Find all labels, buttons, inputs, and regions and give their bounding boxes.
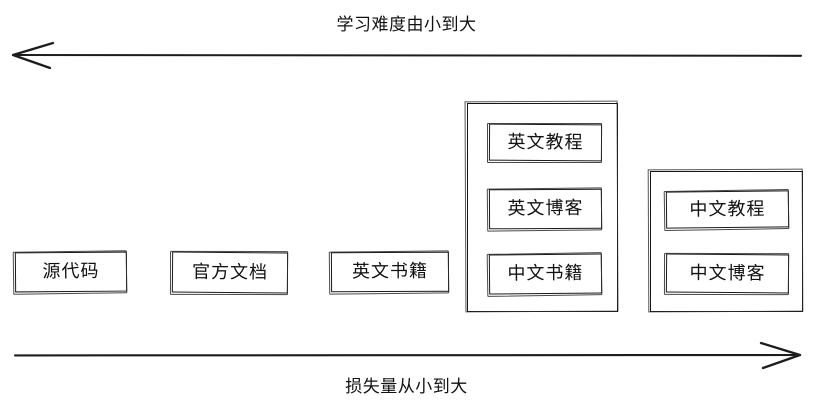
resource-label: 英文书籍 <box>351 260 429 283</box>
arrow-right-icon <box>13 341 802 370</box>
resource-box-chinese-tutorial[interactable]: 中文教程 <box>665 190 790 229</box>
resource-label: 英文教程 <box>507 131 584 153</box>
resource-label: 英文博客 <box>507 197 584 220</box>
resource-label: 中文博客 <box>689 262 766 284</box>
resource-label: 官方文档 <box>191 261 269 283</box>
english-resources-group: 英文教程 英文博客 中文书籍 <box>467 103 618 312</box>
arrow-left-icon <box>11 41 803 70</box>
resource-box-chinese-blog[interactable]: 中文博客 <box>665 253 790 294</box>
bottom-axis-label: 损失量从小到大 <box>345 377 468 397</box>
resource-box-chinese-books[interactable]: 中文书籍 <box>488 253 603 295</box>
resource-box-english-tutorial[interactable]: 英文教程 <box>488 123 603 162</box>
resource-label: 中文书籍 <box>507 262 584 285</box>
resource-box-official-docs[interactable]: 官方文档 <box>171 251 289 294</box>
resource-label: 中文教程 <box>689 198 766 220</box>
resource-label: 源代码 <box>42 260 100 283</box>
chinese-resources-group: 中文教程 中文博客 <box>650 171 803 312</box>
resource-box-english-blog[interactable]: 英文博客 <box>488 188 603 230</box>
resource-box-source-code[interactable]: 源代码 <box>14 251 128 293</box>
top-axis-label: 学习难度由小到大 <box>336 15 477 35</box>
resource-box-english-books[interactable]: 英文书籍 <box>330 251 450 293</box>
